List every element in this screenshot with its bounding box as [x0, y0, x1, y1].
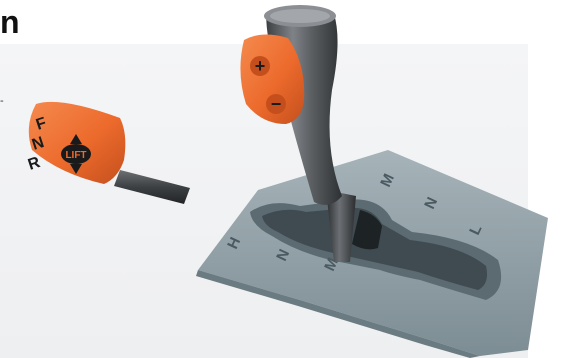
- fnr-lever: F N R LIFT: [26, 102, 190, 204]
- lever-shaft: [114, 170, 190, 204]
- downshift-icon: −: [271, 94, 282, 114]
- upshift-icon: +: [255, 56, 266, 76]
- shift-knob: + −: [240, 5, 342, 205]
- lever-letter-r: R: [26, 154, 43, 174]
- shift-gate: [196, 150, 548, 358]
- lift-label: LIFT: [65, 150, 86, 161]
